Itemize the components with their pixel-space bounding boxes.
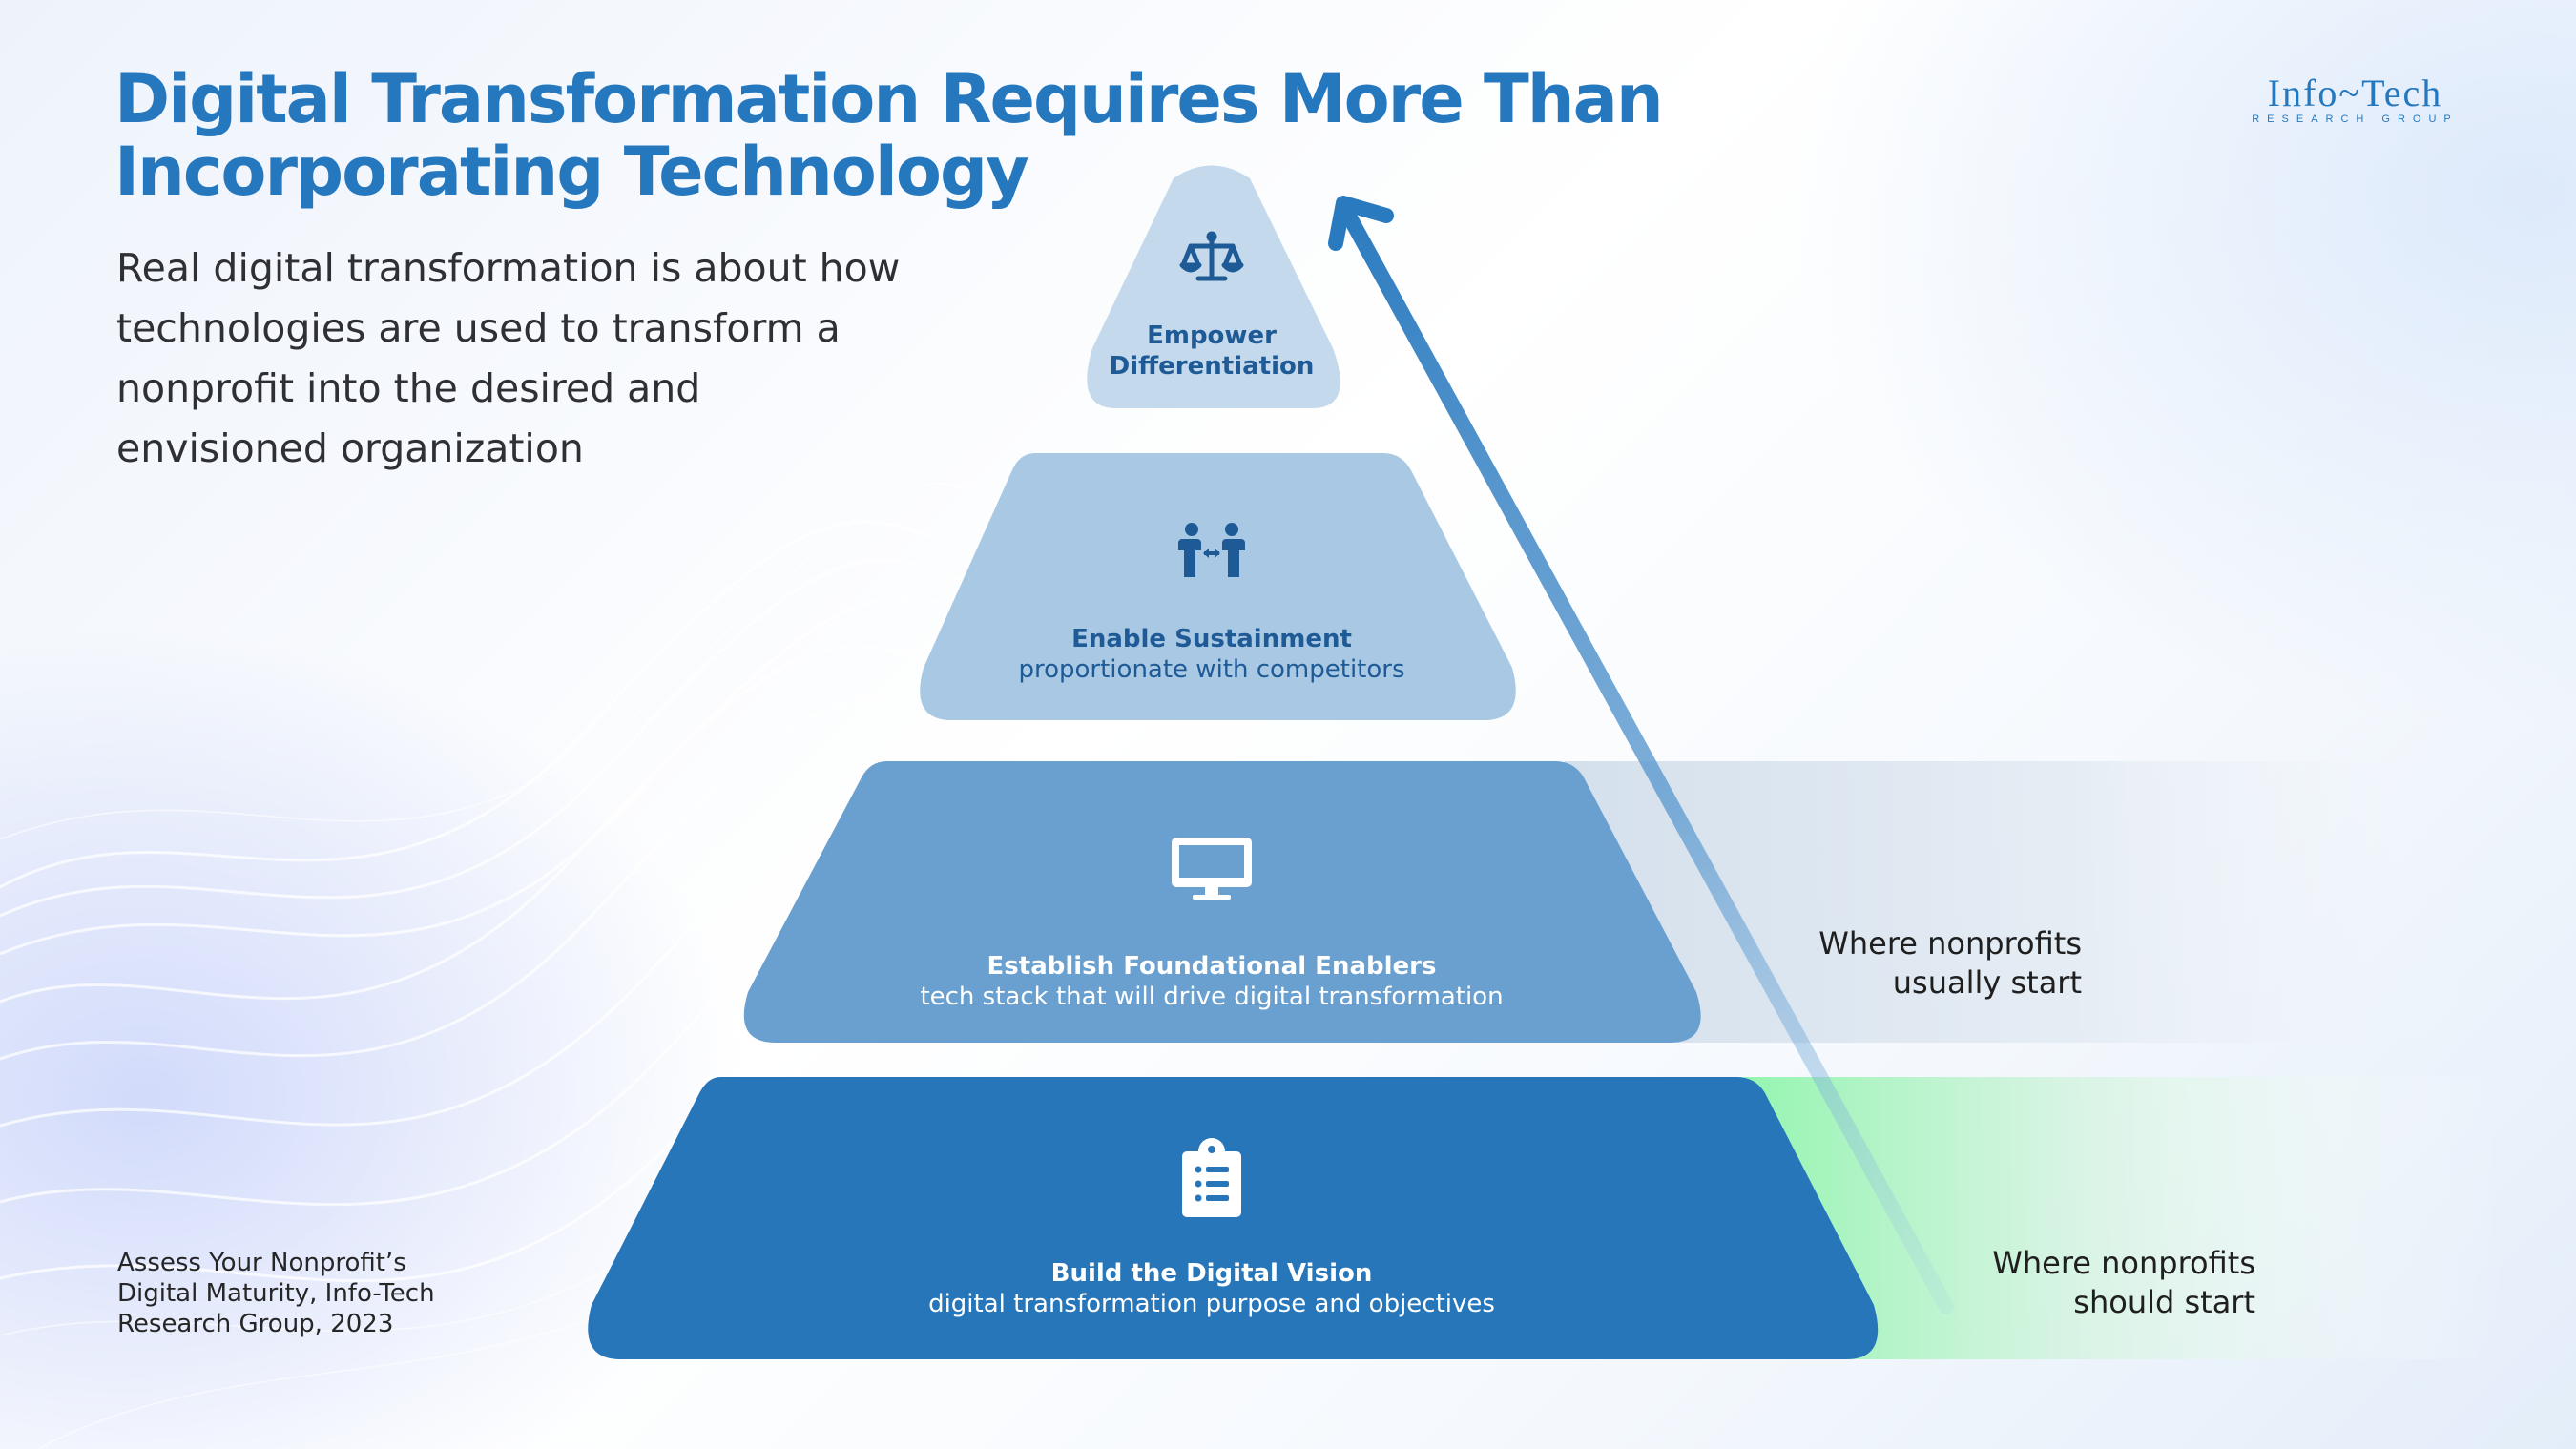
clipboard-list-icon	[1182, 1138, 1241, 1217]
info-tech-logo: Info~Tech RESEARCH GROUP	[2238, 72, 2472, 130]
page-title-line-2: Incorporating Technology	[114, 133, 1029, 211]
balance-scale-icon	[1179, 231, 1244, 281]
tier-sustainment-title: Enable Sustainment	[1071, 625, 1352, 653]
source-citation-line-3: Research Group, 2023	[117, 1310, 394, 1338]
page-title-line-1: Digital Transformation Requires More Tha…	[114, 60, 1664, 138]
tier-sustainment-desc: proportionate with competitors	[1018, 655, 1404, 684]
tier-vision-title: Build the Digital Vision	[1051, 1259, 1373, 1288]
logo-wordmark: Info~Tech	[2267, 72, 2443, 114]
monitor-icon	[1172, 838, 1252, 900]
page-subtitle-line-1: Real digital transformation is about how	[116, 245, 901, 291]
pyramid-tier-digital-vision	[588, 1077, 1879, 1359]
people-exchange-icon	[1178, 523, 1245, 577]
tier-vision-desc: digital transformation purpose and objec…	[928, 1290, 1495, 1318]
tier-empower-title-line-2: Differentiation	[1110, 352, 1315, 381]
page-subtitle-line-2: technologies are used to transform a	[116, 305, 841, 351]
should-start-label-line-2: should start	[2073, 1284, 2255, 1320]
tier-foundational-desc: tech stack that will drive digital trans…	[920, 983, 1503, 1011]
page-subtitle: Real digital transformation is about how…	[116, 238, 975, 479]
page-subtitle-line-3: nonprofit into the desired and	[116, 365, 701, 411]
usual-start-label-line-2: usually start	[1893, 964, 2082, 1001]
should-start-label-line-1: Where nonprofits	[1992, 1245, 2255, 1281]
pyramid-tier-empower-differentiation	[1087, 165, 1340, 408]
tier-empower-title-line-1: Empower	[1147, 321, 1277, 350]
tier-foundational-title: Establish Foundational Enablers	[987, 952, 1437, 981]
source-citation-line-2: Digital Maturity, Info-Tech	[117, 1279, 435, 1308]
progression-arrow	[1340, 205, 1954, 1314]
page-title: Digital Transformation Requires More Tha…	[114, 63, 1736, 208]
pyramid-tier-enable-sustainment	[920, 453, 1516, 720]
source-citation-line-1: Assess Your Nonprofit’s	[117, 1249, 406, 1277]
logo-tagline: RESEARCH GROUP	[2252, 114, 2459, 125]
source-citation: Assess Your Nonprofit’s Digital Maturity…	[117, 1248, 518, 1339]
usual-start-label-line-1: Where nonprofits	[1818, 925, 2082, 962]
progression-arrow-head	[1328, 196, 1394, 251]
page-subtitle-line-4: envisioned organization	[116, 425, 584, 471]
pyramid-tier-foundational-enablers	[743, 761, 1701, 1043]
